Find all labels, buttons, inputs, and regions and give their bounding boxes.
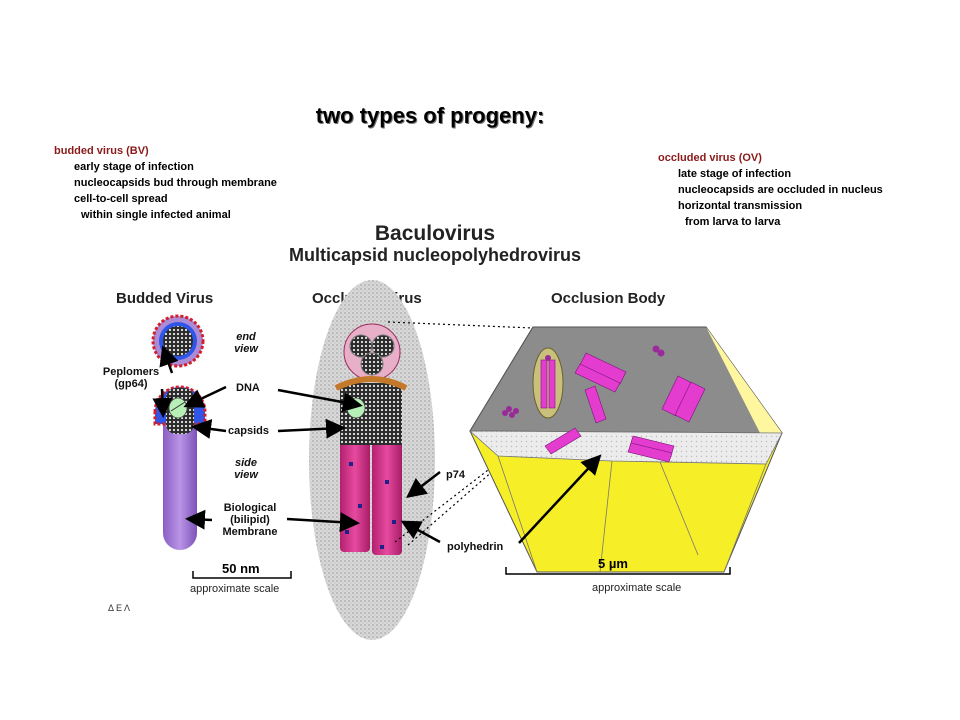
diagram-title: Baculovirus <box>374 222 496 245</box>
budded-note-line: early stage of infection <box>74 161 194 173</box>
occluded-note-line: late stage of infection <box>678 168 792 180</box>
budded-virus-notes: budded virus (BV) early stage of infecti… <box>54 143 277 223</box>
dna-label: DNA <box>236 382 260 394</box>
membrane-line: (bilipid) <box>230 514 270 526</box>
polyhedrin-label: polyhedrin <box>447 541 504 553</box>
scale-left-value: 50 nm <box>222 561 260 576</box>
peplomers-line: (gp64) <box>114 378 148 390</box>
budded-note-line: cell-to-cell spread <box>74 193 168 205</box>
end-view-line: view <box>234 343 258 355</box>
credit-text: Δ Ε Λ <box>108 603 131 613</box>
peplomers-line: Peplomers <box>102 366 160 378</box>
scale-left-caption: approximate scale <box>190 583 280 595</box>
occluded-dna <box>346 397 366 419</box>
occluded-envelope <box>334 376 408 391</box>
section-budded-virus: Budded Virus <box>116 290 214 307</box>
scale-right-caption: approximate scale <box>592 582 682 594</box>
budded-dna <box>168 397 188 419</box>
occluded-note-line: nucleocapsids are occluded in nucleus <box>678 184 883 196</box>
end-view-line: end <box>236 331 256 343</box>
membrane-line: Biological <box>223 502 277 514</box>
side-view-line: side <box>234 457 257 469</box>
membrane-label: Biological (bilipid) Membrane <box>212 502 288 538</box>
occluded-virus-notes: occluded virus (OV) late stage of infect… <box>658 150 883 230</box>
budded-capsid-end <box>163 326 193 356</box>
occlusion-body-section <box>468 430 783 465</box>
scale-right-value: 5 µm <box>598 556 628 571</box>
peplomers-label: Peplomers (gp64) <box>96 366 166 390</box>
occluded-note-sub: from larva to larva <box>685 216 781 228</box>
occluded-note-line: horizontal transmission <box>678 200 803 212</box>
capsids-label: capsids <box>228 425 269 437</box>
section-occlusion-body: Occlusion Body <box>551 290 666 307</box>
end-view-label: end view <box>228 331 264 355</box>
scale-bar-left <box>192 571 292 579</box>
scale-bar-right <box>505 567 731 575</box>
membrane-line: Membrane <box>222 526 278 538</box>
budded-note-line: nucleocapsids bud through membrane <box>74 177 277 189</box>
budded-notes-heading: budded virus (BV) <box>54 145 149 157</box>
diagram-subtitle: Multicapsid nucleopolyhedrovirus <box>288 245 582 265</box>
p74-label: p74 <box>446 469 465 481</box>
budded-note-sub: within single infected animal <box>81 209 231 221</box>
slide-title: two types of progeny: <box>315 103 545 128</box>
side-view-label: side view <box>228 457 264 481</box>
occluded-notes-heading: occluded virus (OV) <box>658 152 762 164</box>
side-view-line: view <box>234 469 258 481</box>
